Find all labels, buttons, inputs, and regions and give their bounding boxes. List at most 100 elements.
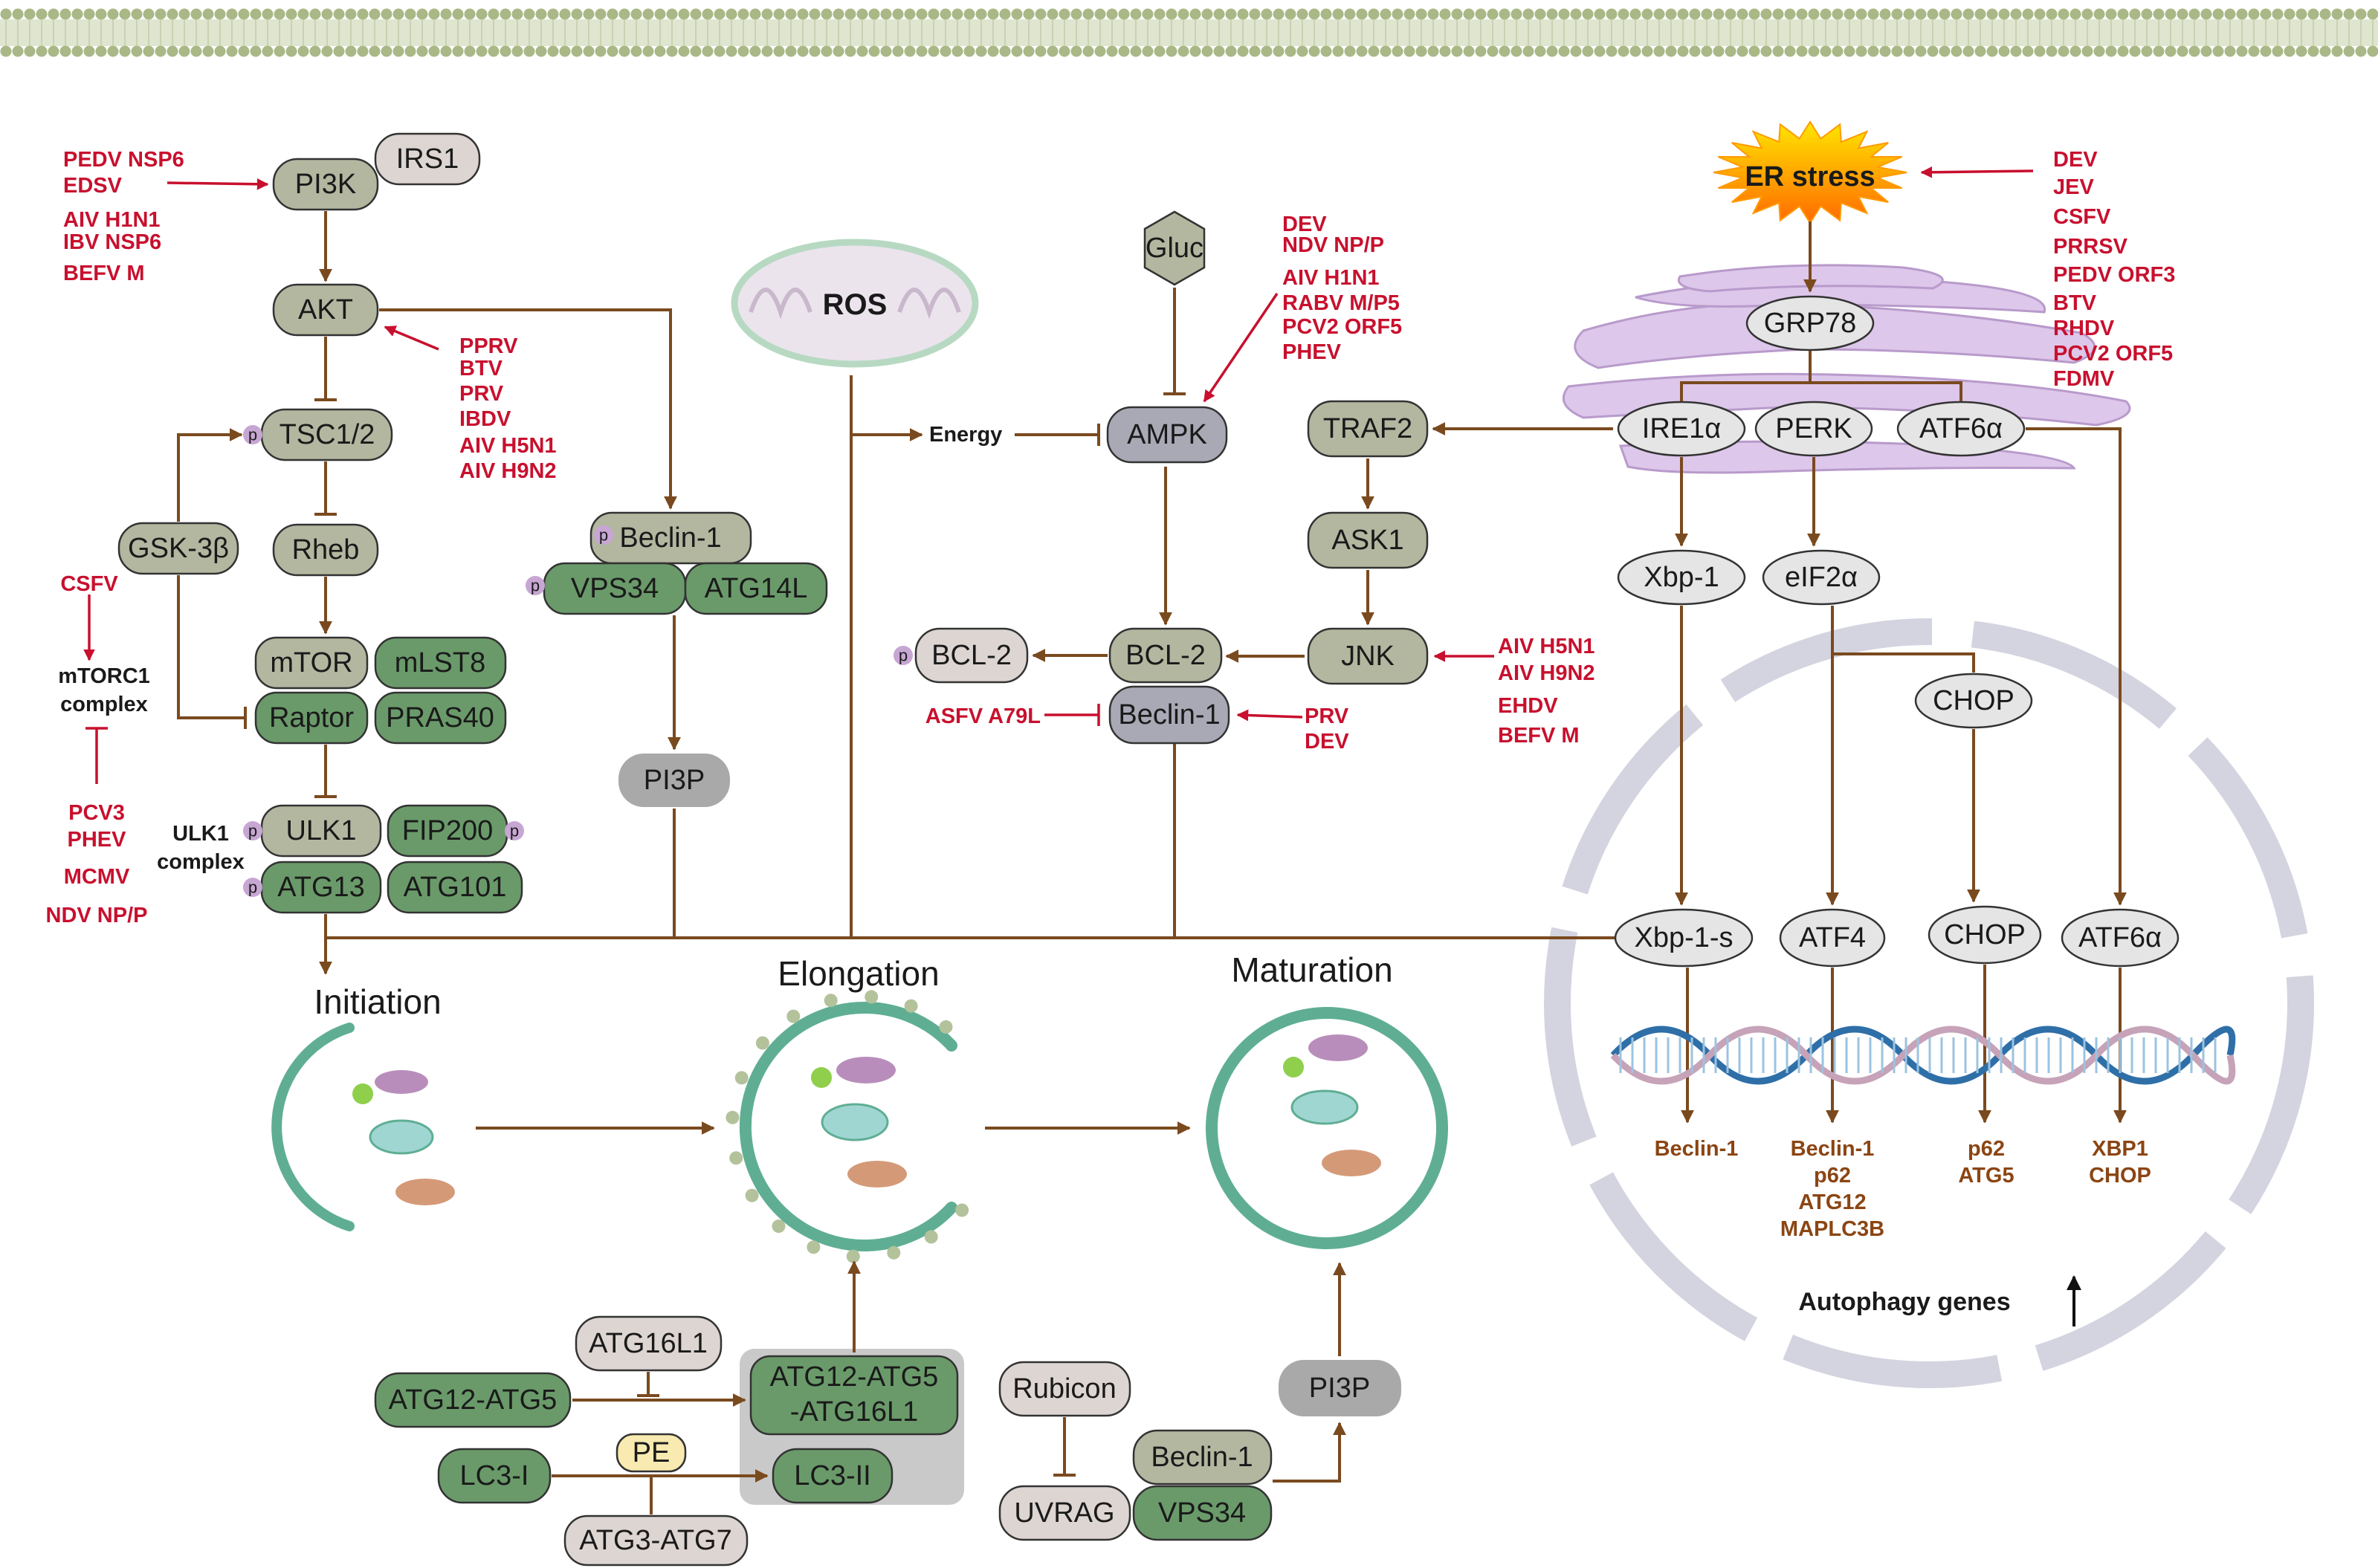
- node-tsc[interactable]: TSC1/2: [260, 408, 393, 461]
- svg-text:ATF4: ATF4: [1799, 922, 1866, 953]
- svg-text:p: p: [899, 647, 908, 665]
- node-beclin-bot[interactable]: Beclin-1: [1132, 1429, 1273, 1486]
- gene-label-atf4: p62: [1814, 1164, 1851, 1188]
- svg-text:BCL-2: BCL-2: [931, 640, 1012, 671]
- node-lc3ii[interactable]: LC3-II: [772, 1448, 894, 1504]
- node-ampk[interactable]: AMPK: [1106, 406, 1228, 464]
- node-mtor[interactable]: mTOR: [254, 636, 369, 690]
- node-ulk1[interactable]: ULK1: [260, 804, 382, 858]
- node-bcl2[interactable]: BCL-2: [1108, 627, 1223, 684]
- gene-label-atf6: CHOP: [2089, 1164, 2151, 1188]
- node-gsk3b[interactable]: GSK-3β: [117, 522, 239, 575]
- node-atf6[interactable]: ATF6α: [1896, 401, 2026, 457]
- node-raptor[interactable]: Raptor: [254, 691, 369, 745]
- svg-text:CHOP: CHOP: [1944, 919, 2026, 950]
- bottom-arrows: [552, 1260, 1346, 1514]
- middle-arrows: [1015, 288, 1613, 663]
- node-atg14l[interactable]: ATG14L: [684, 562, 828, 615]
- node-atf6-bot[interactable]: ATF6α: [2061, 908, 2180, 968]
- node-akt[interactable]: AKT: [272, 283, 379, 337]
- node-traf2[interactable]: TRAF2: [1307, 400, 1429, 458]
- gene-label-atf4: ATG12: [1798, 1190, 1866, 1214]
- cell-membrane: [0, 8, 2378, 57]
- node-vps34-top[interactable]: VPS34: [543, 562, 687, 615]
- viral-label-mtorc1_neg: PHEV: [68, 828, 127, 852]
- node-atg101[interactable]: ATG101: [387, 861, 523, 914]
- node-fip200[interactable]: FIP200: [387, 804, 508, 858]
- svg-text:Rheb: Rheb: [292, 534, 360, 566]
- node-grp78[interactable]: GRP78: [1745, 295, 1875, 351]
- viral-label-akt: AIV H9N2: [459, 459, 557, 483]
- node-atf4[interactable]: ATF4: [1779, 908, 1886, 968]
- viral-label-beclin_neg: ASFV A79L: [925, 704, 1041, 728]
- svg-text:LC3-II: LC3-II: [794, 1460, 870, 1491]
- viral-label-pi3k: EDSV: [63, 174, 123, 198]
- ulk1-complex-label-1: ULK1: [172, 822, 229, 846]
- viral-label-beclin_pos: PRV: [1305, 704, 1349, 728]
- node-xbp1[interactable]: Xbp-1: [1617, 549, 1746, 606]
- svg-text:ATG13: ATG13: [277, 872, 365, 903]
- svg-text:VPS34: VPS34: [571, 573, 659, 604]
- node-bcl2-p[interactable]: BCL-2: [914, 627, 1029, 684]
- node-pi3k[interactable]: PI3K: [272, 158, 379, 211]
- node-pi3p-bot[interactable]: PI3P: [1279, 1360, 1401, 1416]
- node-pi3p-top[interactable]: PI3P: [618, 754, 730, 807]
- node-rheb[interactable]: Rheb: [272, 523, 379, 577]
- er-stress-label: ER stress: [1745, 161, 1875, 192]
- viral-label-akt: PRV: [459, 382, 504, 406]
- svg-text:LC3-I: LC3-I: [460, 1460, 529, 1491]
- node-atg12-atg5[interactable]: ATG12-ATG5: [374, 1372, 572, 1428]
- node-uvrag[interactable]: UVRAG: [998, 1485, 1131, 1541]
- svg-text:ATG16L1: ATG16L1: [589, 1328, 708, 1359]
- node-chop-mid[interactable]: CHOP: [1914, 673, 2033, 729]
- viral-label-pi3k: PEDV NSP6: [63, 148, 184, 172]
- node-pe[interactable]: PE: [615, 1433, 687, 1473]
- svg-text:Gluc: Gluc: [1146, 233, 1203, 264]
- mtorc1-label-1: mTORC1: [58, 664, 150, 688]
- energy-label: Energy: [929, 423, 1002, 447]
- node-eif2a[interactable]: eIF2α: [1762, 549, 1881, 606]
- node-ask1[interactable]: ASK1: [1307, 511, 1429, 569]
- viral-label-pi3k: BEFV M: [63, 262, 145, 285]
- svg-text:eIF2α: eIF2α: [1785, 562, 1858, 593]
- viral-label-jnk: AIV H9N2: [1498, 661, 1595, 685]
- svg-text:PERK: PERK: [1775, 413, 1852, 444]
- viral-label-er: JEV: [2053, 175, 2094, 199]
- svg-text:ATF6α: ATF6α: [1919, 413, 2003, 444]
- node-mlst8[interactable]: mLST8: [374, 636, 507, 690]
- gene-label-chop: p62: [1968, 1137, 2005, 1161]
- node-perk[interactable]: PERK: [1754, 401, 1873, 457]
- svg-text:ATG12-ATG5: ATG12-ATG5: [389, 1384, 558, 1416]
- node-atg3-atg7[interactable]: ATG3-ATG7: [563, 1514, 749, 1567]
- svg-text:mLST8: mLST8: [395, 647, 485, 678]
- node-beclin-mid[interactable]: Beclin-1: [1108, 685, 1230, 745]
- svg-text:UVRAG: UVRAG: [1014, 1497, 1114, 1529]
- node-rubicon[interactable]: Rubicon: [998, 1361, 1131, 1417]
- svg-text:GSK-3β: GSK-3β: [128, 533, 229, 564]
- node-vps34-bot[interactable]: VPS34: [1132, 1485, 1273, 1541]
- node-atg16l1[interactable]: ATG16L1: [575, 1315, 723, 1372]
- node-atg13[interactable]: ATG13: [260, 861, 382, 914]
- viral-label-er: DEV: [2053, 148, 2098, 172]
- viral-label-er: BTV: [2053, 291, 2097, 315]
- svg-text:CHOP: CHOP: [1933, 685, 2014, 716]
- node-atg-complex[interactable]: ATG12-ATG5-ATG16L1: [749, 1355, 959, 1436]
- svg-text:GRP78: GRP78: [1764, 308, 1857, 339]
- node-jnk[interactable]: JNK: [1307, 627, 1429, 685]
- node-gluc[interactable]: Gluc: [1143, 210, 1206, 286]
- node-xbp1s[interactable]: Xbp-1-s: [1614, 908, 1754, 968]
- gene-label-xbp1s: Beclin-1: [1655, 1137, 1739, 1161]
- node-irs1[interactable]: IRS1: [374, 132, 481, 186]
- svg-text:p: p: [599, 526, 608, 545]
- node-ire1[interactable]: IRE1α: [1617, 401, 1746, 457]
- node-beclin-top[interactable]: Beclin-1: [589, 511, 752, 565]
- svg-text:PI3P: PI3P: [644, 765, 705, 796]
- node-lc3i[interactable]: LC3-I: [437, 1448, 552, 1504]
- svg-text:p: p: [248, 822, 257, 840]
- node-pras40[interactable]: PRAS40: [374, 691, 507, 745]
- svg-text:mTOR: mTOR: [270, 647, 352, 678]
- node-chop-bot[interactable]: CHOP: [1928, 905, 2042, 965]
- ros-label: ROS: [823, 288, 888, 321]
- dna-helix: [1610, 1026, 2236, 1085]
